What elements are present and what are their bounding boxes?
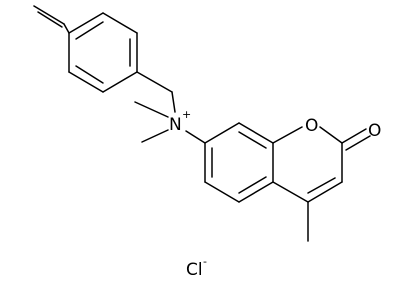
bond-ring-to-ch2 <box>136 71 173 93</box>
bond-vinyl-double-outer <box>33 5 65 25</box>
bond-ring3 <box>272 181 309 203</box>
bond-ring1 <box>68 71 104 93</box>
bond-ring2 <box>238 122 274 144</box>
bond-ch2-to-nitrogen <box>171 91 176 113</box>
bond-ring2 <box>204 122 240 144</box>
bond-n-methyl-upper <box>134 101 169 118</box>
bond-ring1 <box>102 71 138 93</box>
bond-ring2-double <box>238 176 267 194</box>
bond-n-methyl-lower <box>141 129 169 143</box>
bond-ring2 <box>204 181 240 203</box>
bond-ring1-double <box>75 65 104 84</box>
carbonyl-oxygen-label: O <box>368 121 381 141</box>
bond-vinyl-to-ring <box>63 23 70 34</box>
bond-carbonyl <box>341 128 367 144</box>
coumarin-benzo-ring <box>204 122 274 203</box>
bond-ring3-c-o <box>272 126 303 144</box>
nitrogen-label: N <box>169 115 182 135</box>
bond-ring3-double <box>307 177 336 194</box>
ring-oxygen-label: O <box>305 116 318 136</box>
bond-ring1 <box>68 12 104 34</box>
coumarin-pyranone-ring <box>272 126 343 203</box>
bond-ring1-double <box>75 21 104 40</box>
bond-ring2-double <box>238 131 267 149</box>
chloride-charge: - <box>203 255 207 268</box>
bond-vinyl-double-inner <box>37 11 63 28</box>
bond-nitrogen-to-coumarin <box>185 130 206 144</box>
bond-ring2 <box>238 181 274 203</box>
nitrogen-charge: + <box>182 108 191 121</box>
bond-ring1 <box>102 12 138 34</box>
chloride-label: Cl <box>186 260 203 280</box>
vinyl-group <box>33 5 70 34</box>
bond-carbonyl-double <box>345 135 371 151</box>
benzyl-benzene-ring <box>68 12 138 93</box>
bond-ring3 <box>307 181 343 203</box>
bond-ring3-o-c <box>319 126 343 144</box>
